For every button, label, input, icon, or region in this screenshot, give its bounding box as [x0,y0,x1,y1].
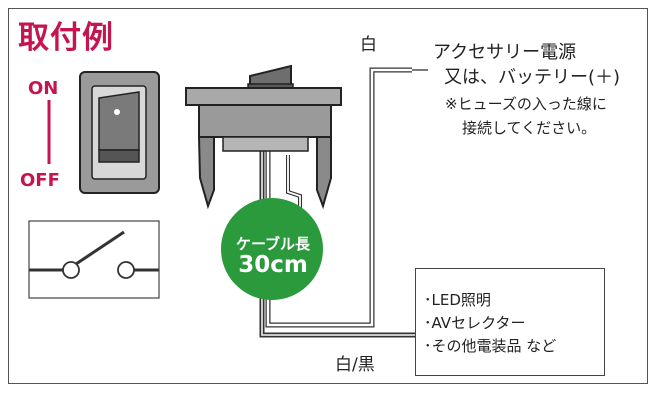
device-item: ･その他電装品 など [424,337,557,355]
white-wire-label: 白 [360,35,377,55]
white-black-wire-label: 白/黒 [335,355,375,375]
power-source-line2: 又は、バッテリー(＋) [444,67,621,88]
wire-ground [286,155,302,214]
cable-length-value: 30cm [238,252,308,278]
rocker-switch-icon [185,64,342,210]
devices-box: ･LED照明 ･AVセレクター ･その他電装品 など [415,268,605,376]
page-title: 取付例 [18,20,114,56]
device-item: ･LED照明 [424,291,491,309]
diagram-frame [8,8,648,384]
switch-symbol-icon [28,220,160,299]
power-source-line1: アクセサリー電源 [433,42,577,63]
switch-front-icon [79,71,160,194]
off-label: OFF [20,170,60,191]
on-label: ON [28,78,59,99]
fuse-note-line1: ※ヒューズの入った線に [445,95,607,113]
device-item: ･AVセレクター [424,314,526,332]
fuse-note-line2: 接続してください。 [462,119,597,137]
cable-length-label: ケーブル長 [235,235,311,253]
cable-length-badge [221,198,323,300]
